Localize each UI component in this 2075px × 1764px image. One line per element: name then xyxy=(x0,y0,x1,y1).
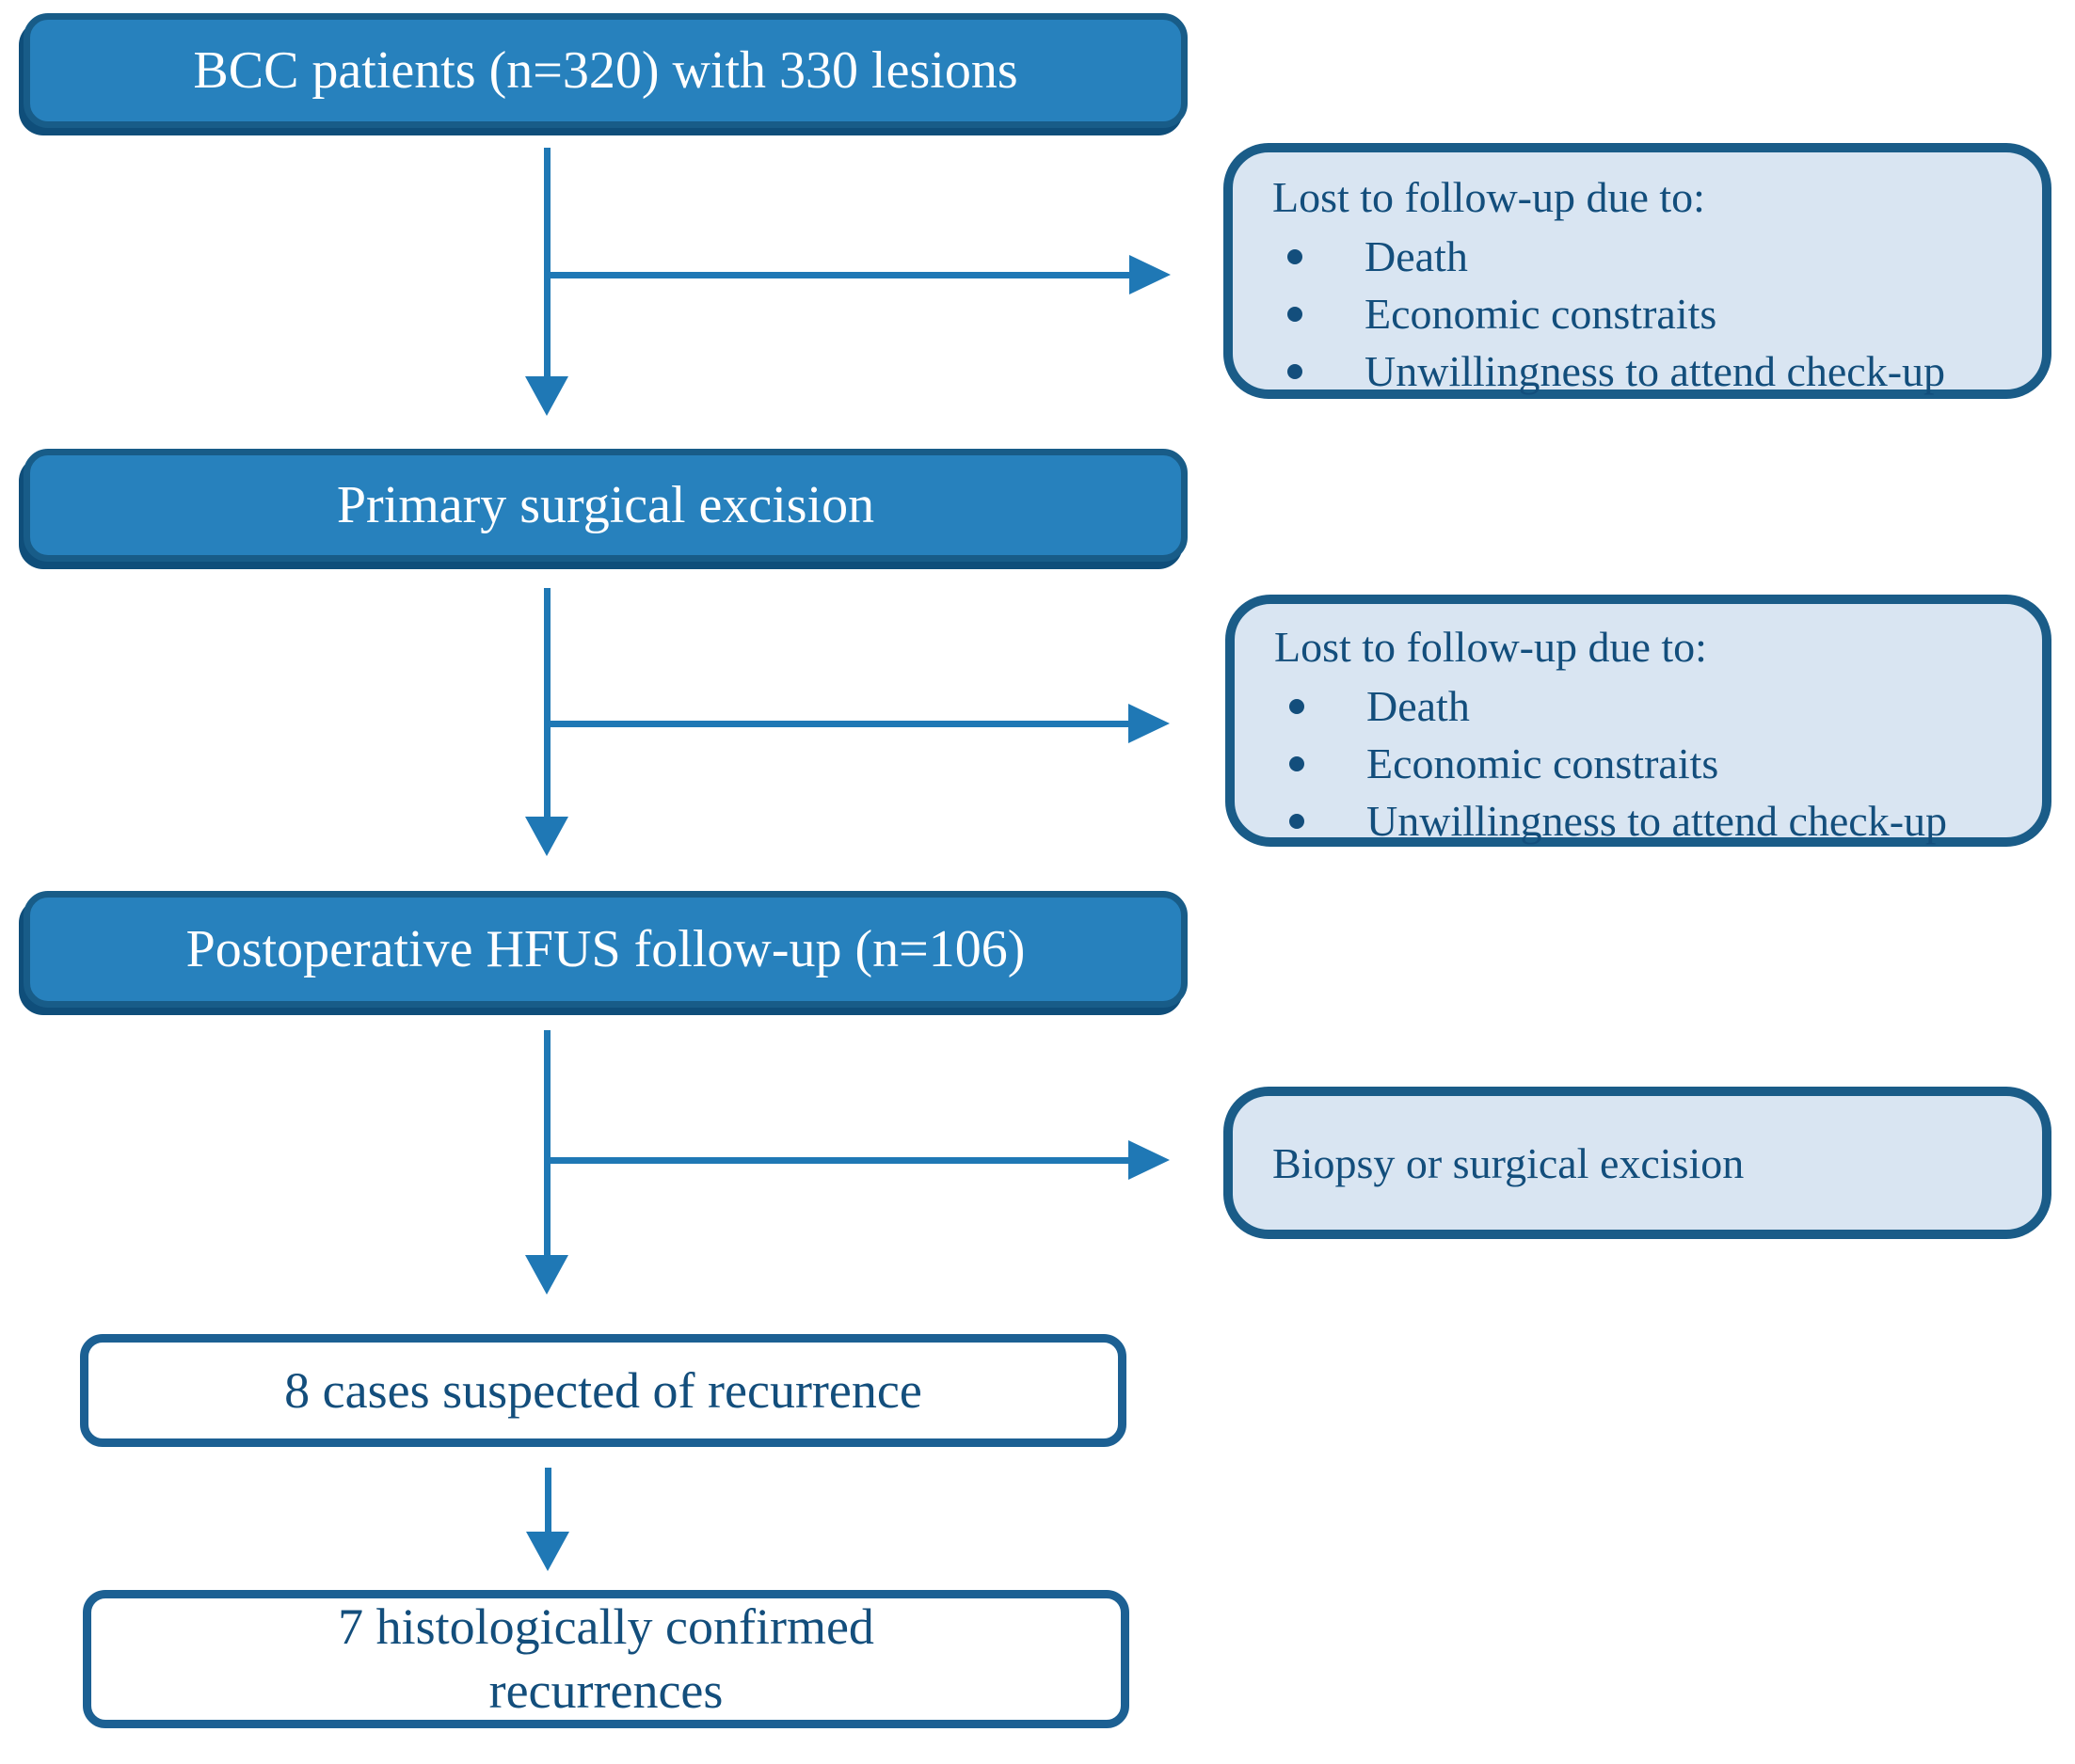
bullet-label: Economic constraits xyxy=(1366,739,1719,787)
list-item: Economic constraits xyxy=(1274,735,2019,792)
bullet-icon xyxy=(1289,698,1304,714)
lost-to-followup-title: Lost to follow-up due to: xyxy=(1274,623,1707,671)
list-item: Death xyxy=(1274,677,2019,735)
bullet-icon xyxy=(1289,813,1304,829)
sidebox-biopsy-or-surgical-excision: Biopsy or surgical excision xyxy=(1223,1087,2051,1239)
arrowhead-down-icon xyxy=(525,376,568,416)
box-bcc-patients: BCC patients (n=320) with 330 lesions xyxy=(24,13,1188,128)
list-item: Unwillingness to attend check-up xyxy=(1272,342,2019,400)
lost-to-followup-title: Lost to follow-up due to: xyxy=(1272,173,1705,221)
connector-line-followup-to-suspected xyxy=(544,1030,551,1257)
bullet-icon xyxy=(1287,306,1302,322)
box-postoperative-hfus-followup-label: Postoperative HFUS follow-up (n=106) xyxy=(185,920,1026,978)
box-confirmed-recurrences: 7 histologically confirmed recurrences xyxy=(83,1590,1129,1728)
arrowhead-down-icon xyxy=(526,1532,569,1571)
arrowhead-right-icon xyxy=(1129,255,1171,294)
bullet-label: Economic constraits xyxy=(1365,290,1717,338)
arrowhead-down-icon xyxy=(525,817,568,856)
list-item: Economic constraits xyxy=(1272,285,2019,342)
connector-line-branch-lost1 xyxy=(547,272,1130,278)
list-item: Unwillingness to attend check-up xyxy=(1274,792,2019,850)
box-primary-surgical-excision-label: Primary surgical excision xyxy=(336,476,875,534)
connector-line-suspected-to-confirmed xyxy=(545,1468,551,1534)
bullet-label: Death xyxy=(1366,682,1470,730)
connector-line-excision-to-followup xyxy=(544,588,551,818)
connector-line-branch-biopsy xyxy=(547,1157,1128,1164)
sidebox-biopsy-label: Biopsy or surgical excision xyxy=(1272,1138,1745,1187)
arrowhead-right-icon xyxy=(1128,704,1170,743)
box-bcc-patients-label: BCC patients (n=320) with 330 lesions xyxy=(193,41,1018,100)
box-postoperative-hfus-followup: Postoperative HFUS follow-up (n=106) xyxy=(24,891,1188,1008)
list-item: Death xyxy=(1272,228,2019,285)
bullet-icon xyxy=(1287,248,1302,264)
bullet-label: Death xyxy=(1365,232,1468,280)
bullet-label: Unwillingness to attend check-up xyxy=(1365,347,1946,395)
box-suspected-recurrence-label: 8 cases suspected of recurrence xyxy=(284,1362,922,1419)
bullet-icon xyxy=(1289,755,1304,771)
box-confirmed-recurrences-label: 7 histologically confirmed recurrences xyxy=(338,1598,874,1719)
sidebox-lost-to-followup-1: Lost to follow-up due to: Death Economic… xyxy=(1223,143,2051,399)
box-suspected-recurrence: 8 cases suspected of recurrence xyxy=(80,1334,1126,1447)
connector-line-patients-to-excision xyxy=(544,148,551,378)
arrowhead-right-icon xyxy=(1128,1140,1170,1180)
bullet-label: Unwillingness to attend check-up xyxy=(1366,797,1948,845)
sidebox-lost-to-followup-2: Lost to follow-up due to: Death Economic… xyxy=(1225,595,2051,847)
box-primary-surgical-excision: Primary surgical excision xyxy=(24,449,1188,562)
bullet-icon xyxy=(1287,363,1302,379)
arrowhead-down-icon xyxy=(525,1255,568,1295)
connector-line-branch-lost2 xyxy=(547,721,1128,727)
